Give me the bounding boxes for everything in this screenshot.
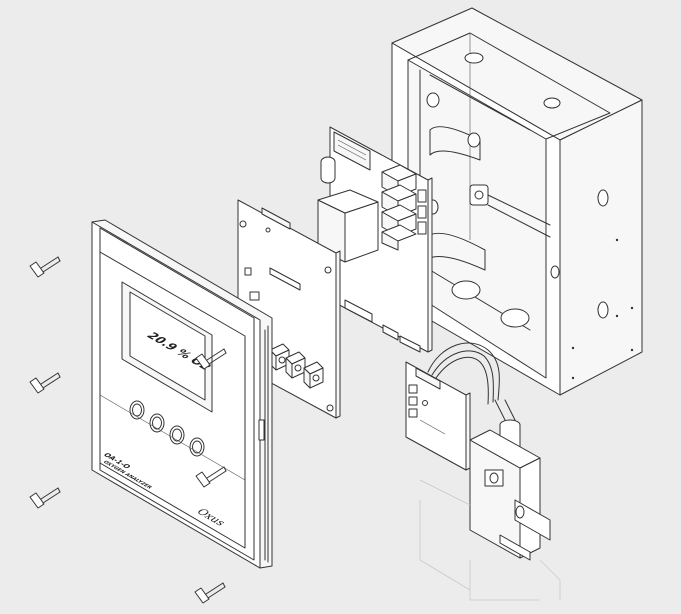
sensor-board — [405, 342, 500, 471]
enclosure-box — [391, 7, 643, 396]
main-circuit-board — [317, 126, 433, 353]
mounting-screws — [29, 256, 227, 604]
front-panel: 20.9 % O2 OA-1-O OXYGEN ANALYZER Oxus — [91, 219, 273, 569]
screw — [195, 348, 227, 370]
screw — [195, 466, 227, 488]
screw — [29, 372, 61, 394]
screw — [194, 582, 226, 604]
screw — [29, 256, 61, 278]
sensor-bracket — [419, 399, 561, 601]
screw — [29, 487, 61, 509]
